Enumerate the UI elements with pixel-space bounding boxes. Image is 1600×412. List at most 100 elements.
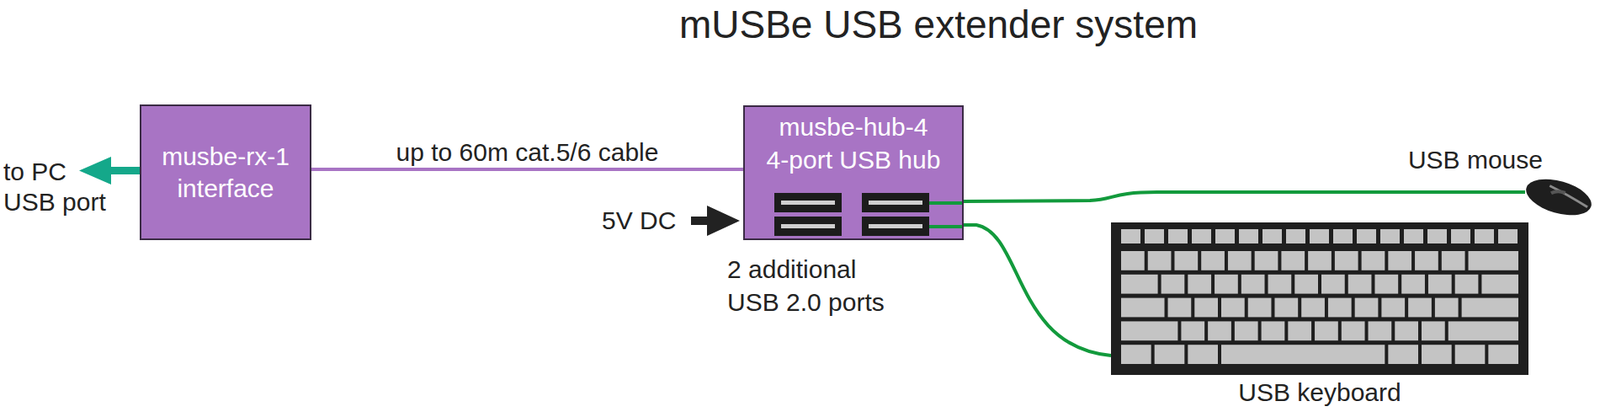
key <box>1187 274 1212 294</box>
mouse-wheel <box>1551 188 1566 197</box>
key <box>1334 250 1359 271</box>
key <box>1435 297 1459 318</box>
device-box: musbe-rx-1 interface <box>139 104 312 240</box>
key <box>1287 320 1312 341</box>
key <box>1481 274 1519 294</box>
usb-port-slot <box>868 200 923 205</box>
box-label: 4-port USB hub <box>744 143 963 176</box>
device-label: USB keyboard <box>1238 377 1401 408</box>
key <box>1341 320 1366 341</box>
key <box>1448 320 1519 341</box>
key <box>1309 228 1329 244</box>
key <box>1191 228 1212 244</box>
key <box>1221 344 1385 364</box>
box-label: musbe-hub-4 <box>744 110 963 144</box>
pc-arrow <box>79 156 142 185</box>
key <box>1187 344 1218 364</box>
device-label: USB mouse <box>1408 144 1543 176</box>
key <box>1121 228 1141 244</box>
key <box>1261 320 1286 341</box>
cable-stub <box>929 201 963 205</box>
key <box>1474 228 1494 244</box>
key <box>1455 274 1479 294</box>
usb-port-slot <box>781 200 835 205</box>
key <box>1238 228 1259 244</box>
key <box>1414 250 1439 271</box>
key <box>1314 320 1339 341</box>
power-arrow <box>691 205 740 236</box>
key <box>1427 228 1447 244</box>
key <box>1387 250 1412 271</box>
key <box>1498 228 1518 244</box>
key <box>1281 250 1305 271</box>
key <box>1321 274 1345 294</box>
note-label: to PC USB port <box>3 156 113 218</box>
key <box>1488 344 1519 364</box>
key <box>1221 297 1245 318</box>
key <box>1194 297 1218 318</box>
key <box>1333 228 1353 244</box>
mouse-shell <box>1521 172 1595 223</box>
key <box>1307 250 1332 271</box>
key <box>1421 320 1446 341</box>
key <box>1394 320 1419 341</box>
cat5-cable <box>311 167 744 171</box>
key <box>1408 297 1432 318</box>
key <box>1168 297 1192 318</box>
keyboard-drawing <box>1110 222 1529 375</box>
key <box>1374 274 1399 294</box>
key <box>1403 228 1424 244</box>
key <box>1421 344 1452 364</box>
mouse-body <box>1521 172 1595 223</box>
key <box>1168 228 1188 244</box>
note-label: 5V DC <box>601 205 676 236</box>
key <box>1227 250 1252 271</box>
key <box>1234 320 1259 341</box>
key <box>1380 228 1400 244</box>
key <box>1381 297 1405 318</box>
key <box>1328 297 1352 318</box>
key <box>1348 274 1372 294</box>
usb-port <box>861 216 930 236</box>
key <box>1161 274 1186 294</box>
key <box>1121 320 1178 341</box>
mouse-device: USB mouse <box>1521 175 1596 219</box>
mouse-drawing <box>1521 175 1596 219</box>
key <box>1215 228 1235 244</box>
usb-port-slot <box>781 223 835 229</box>
key <box>1451 228 1471 244</box>
key <box>1121 344 1152 364</box>
key <box>1387 344 1419 364</box>
diagram-title: mUSBe USB extender system <box>679 1 1198 48</box>
key <box>1455 344 1486 364</box>
key <box>1248 297 1272 318</box>
key <box>1356 228 1377 244</box>
usb-port <box>774 192 842 213</box>
key <box>1154 344 1186 364</box>
usb-port-slot <box>868 223 923 229</box>
key <box>1301 297 1325 318</box>
usb-cable <box>963 191 1526 202</box>
key <box>1121 250 1145 271</box>
key <box>1428 274 1452 294</box>
key <box>1468 250 1519 271</box>
key <box>1121 297 1165 318</box>
key <box>1461 297 1519 318</box>
keyboard-device: USB keyboard <box>1110 222 1529 375</box>
key <box>1274 297 1298 318</box>
cable-label: up to 60m cat.5/6 cable <box>393 137 662 168</box>
key <box>1262 228 1282 244</box>
key <box>1368 320 1393 341</box>
usb-port <box>774 216 842 236</box>
key <box>1241 274 1266 294</box>
key <box>1401 274 1425 294</box>
key <box>1174 250 1198 271</box>
key <box>1441 250 1466 271</box>
mouse-button-line <box>1546 186 1590 208</box>
key <box>1148 250 1172 271</box>
key <box>1355 297 1379 318</box>
box-label: musbe-rx-1 interface <box>151 140 300 204</box>
usb-cable <box>963 224 1111 356</box>
note-label: 2 additional USB 2.0 ports <box>727 252 909 319</box>
key <box>1268 274 1292 294</box>
